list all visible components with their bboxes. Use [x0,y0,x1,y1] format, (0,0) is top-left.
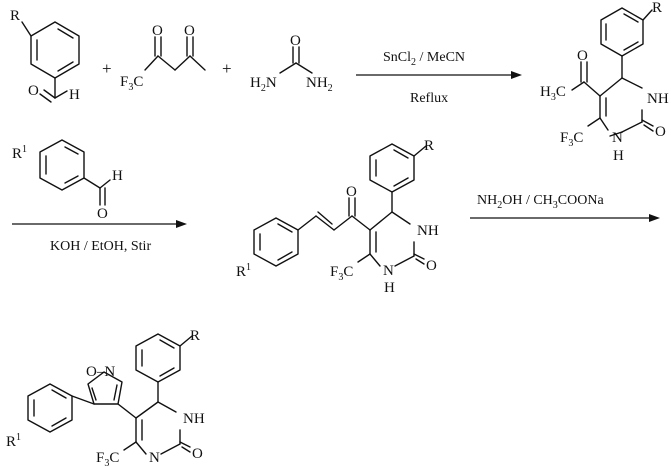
chalcone-r1-label: R1 [236,262,251,280]
chalcone-ketone-o-label: O [346,184,357,200]
isoxazole-o-n-label: O–N [86,364,115,380]
isoxazole-r1-label: R1 [6,432,21,450]
reaction-arrow-3: NH2OH / CH3COONa [470,193,660,222]
aryl-aldehyde-structure: O H R1 [12,139,123,222]
chalcone-cf3-label: F3C [330,264,353,283]
isoxazole-r-label: R [190,328,200,344]
urea-h2n-label: H2N [250,75,277,94]
isoxazole-carbonyl-o-label: O [192,446,203,462]
r-substituent-label: R [10,8,20,24]
aryl-aldehyde-o-label: O [97,206,108,222]
chalcone-r-label: R [424,138,434,154]
aldehyde-oxygen-label: O [28,83,39,99]
chalcone-h-label: H [384,280,395,296]
aryl-aldehyde-h-label: H [112,168,123,184]
product1-n-label: N [612,130,623,146]
chalcone-structure: R NH N H O F3C O R1 [236,138,439,296]
step1-condition-label: Reflux [410,91,448,106]
product1-nh-top-label: NH [647,91,669,107]
trifluoropentanedione-structure: O O F3C [120,23,206,93]
chalcone-carbonyl-o-label: O [426,258,437,274]
step3-reagent-label: NH2OH / CH3COONa [477,193,604,211]
urea-structure: O H2N NH2 [250,33,333,94]
urea-oxygen-label: O [290,33,301,49]
product1-acetyl-o-label: O [577,48,588,64]
plus-sign-1: + [102,59,112,78]
isoxazole-nh-top-label: NH [183,411,205,427]
product1-r-label: R [652,0,662,16]
step1-reagent-label: SnCl2 / MeCN [383,50,465,68]
product1-cf3-label: F3C [560,130,583,149]
product1-h-label: H [613,148,624,164]
product1-carbonyl-o-label: O [655,124,666,140]
plus-sign-2: + [222,59,232,78]
urea-nh2-label: NH2 [306,75,333,94]
aldehyde-hydrogen-label: H [69,87,80,103]
benzaldehyde-structure: R O H [10,8,80,103]
reaction-arrow-2: KOH / EtOH, Stir [12,220,187,254]
acetyl-pyrimidinone-structure: R NH N H O F3C O H3C [540,0,669,164]
diketone-oxygen-1-label: O [152,23,163,39]
chalcone-n-label: N [383,263,394,279]
reaction-arrow-1: SnCl2 / MeCN Reflux [356,50,522,106]
trifluoromethyl-label: F3C [120,74,143,93]
chalcone-nh-top-label: NH [417,223,439,239]
step2-condition-label: KOH / EtOH, Stir [50,239,151,254]
isoxazole-cf3-label: F3C [96,450,119,466]
isoxazole-n-label: N [149,450,160,466]
product1-h3c-label: H3C [540,84,566,103]
aryl-aldehyde-r1-label: R1 [12,144,27,162]
isoxazole-product-structure: R NH N O F3C O–N R1 [6,328,205,466]
diketone-oxygen-2-label: O [184,23,195,39]
